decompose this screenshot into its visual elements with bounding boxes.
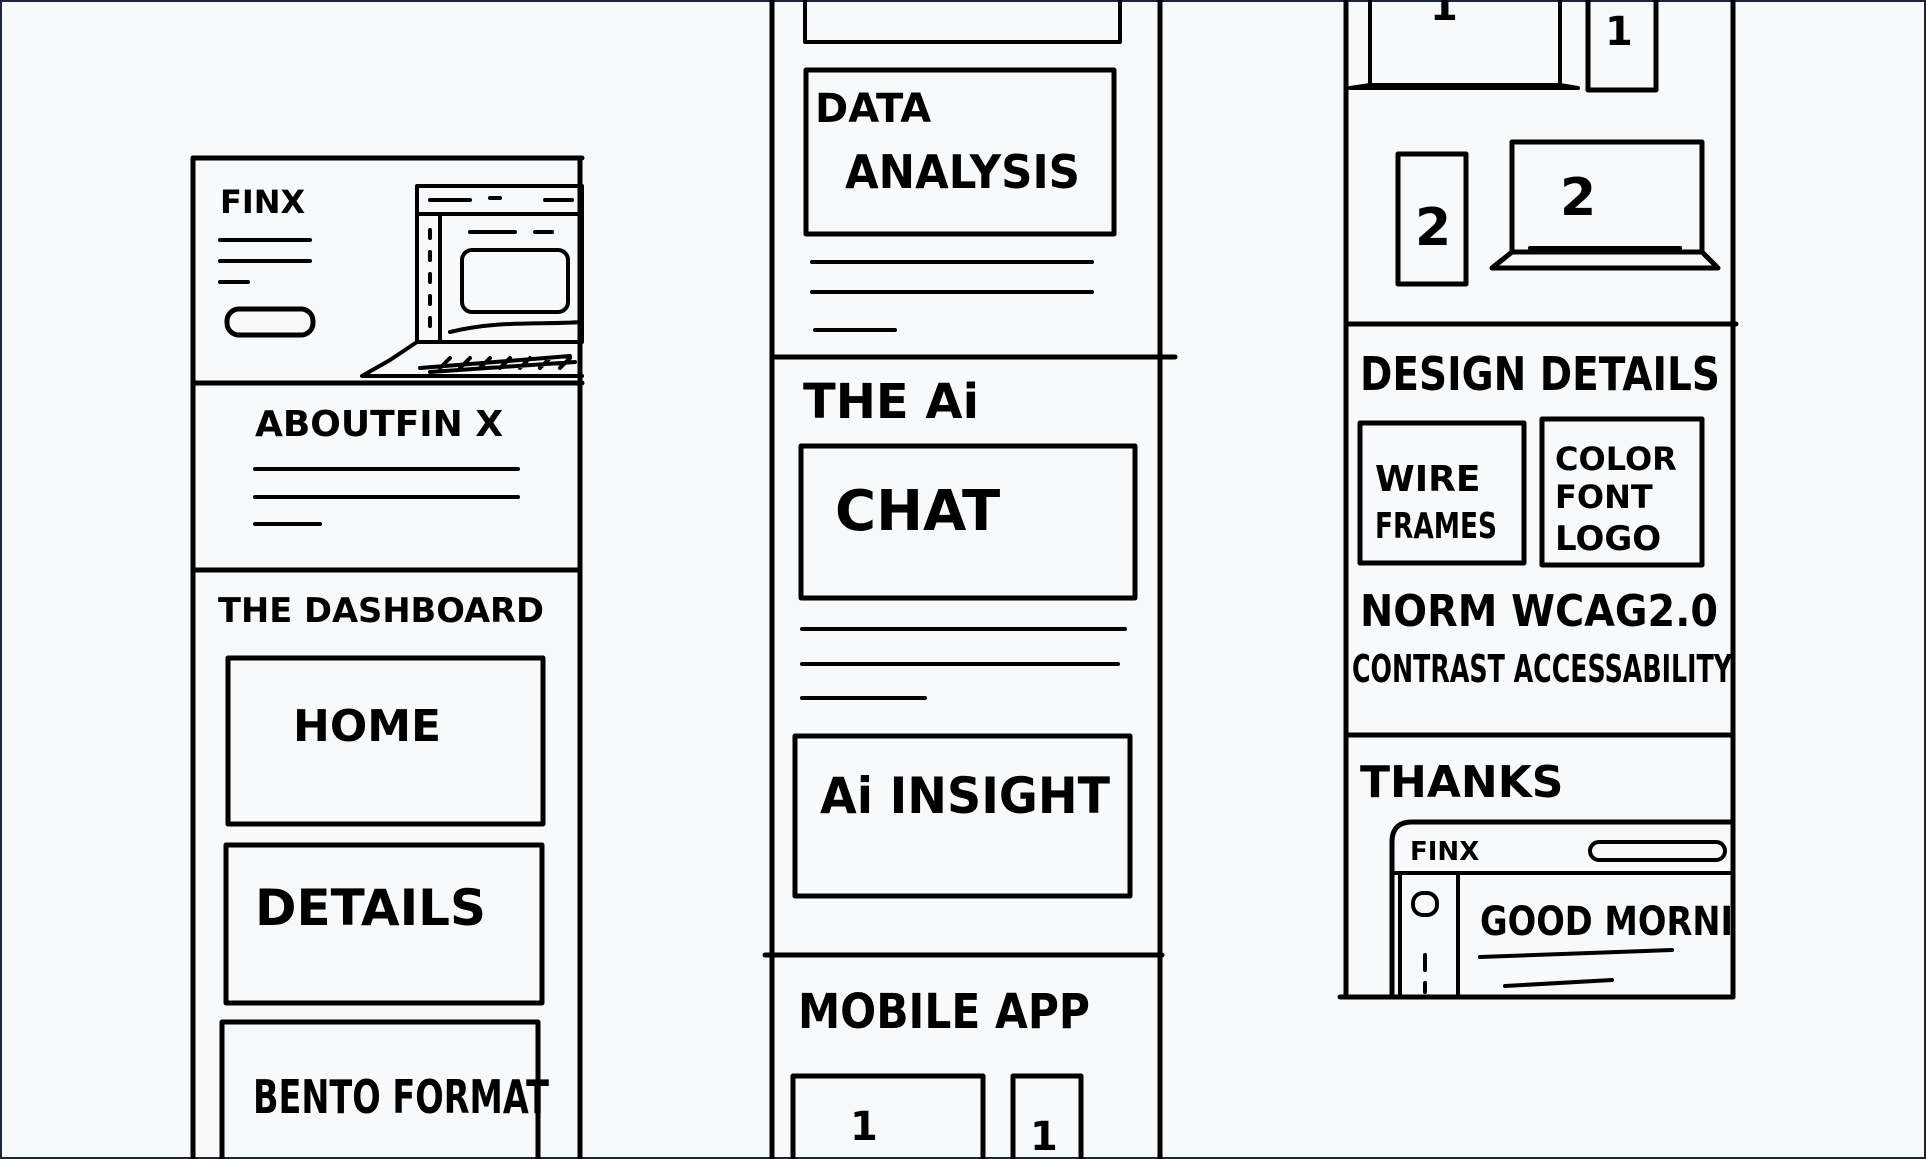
design-details-heading: DESIGN DETAILS xyxy=(1360,347,1720,401)
dashboard-section: THE DASHBOARD HOME DETAILS BENTO FORMAT xyxy=(218,591,549,1159)
top-laptop-screen xyxy=(1370,0,1560,85)
phone-2-label: 2 xyxy=(1415,198,1451,258)
chat-card-label: CHAT xyxy=(835,479,1000,544)
about-section: ABOUTFIN X xyxy=(255,404,518,524)
details-card[interactable]: DETAILS xyxy=(226,845,542,1003)
thanks-preview-logo: FINX xyxy=(1410,837,1479,867)
top-screen-label: 1 xyxy=(1430,0,1458,30)
mobile-screen-1 xyxy=(793,1076,983,1159)
about-heading: ABOUTFIN X xyxy=(255,404,503,445)
bento-format-card[interactable]: BENTO FORMAT xyxy=(222,1022,549,1159)
design-details-section: DESIGN DETAILS WIRE FRAMES COLOR FONT LO… xyxy=(1352,347,1732,691)
data-analysis-label-1: DATA xyxy=(815,86,931,132)
hero-logo: FINX xyxy=(220,183,306,221)
dashboard-heading: THE DASHBOARD xyxy=(218,591,544,631)
column-1: FINX AB xyxy=(193,158,582,1159)
partial-top-card xyxy=(805,0,1120,42)
laptop-2-screen xyxy=(1512,142,1702,252)
details-card-label: DETAILS xyxy=(255,879,486,937)
style-line-3: LOGO xyxy=(1555,519,1661,559)
norm-wcag-text: NORM WCAG2.0 xyxy=(1360,586,1718,637)
wireframes-line-2: FRAMES xyxy=(1375,506,1497,547)
data-analysis-label-2: ANALYSIS xyxy=(845,145,1080,199)
bento-card-label: BENTO FORMAT xyxy=(253,1070,549,1124)
data-analysis-card[interactable]: DATA ANALYSIS xyxy=(806,70,1114,234)
column-3: 1 1 2 2 DESIGN DETAILS WIRE FRAMES COLOR… xyxy=(1340,0,1736,997)
hero-section: FINX xyxy=(220,183,582,376)
top-phone-label: 1 xyxy=(1605,9,1633,55)
mobile-phone-1-label: 1 xyxy=(1030,1114,1058,1159)
column-2: DATA ANALYSIS THE Ai CHAT Ai INSIGHT xyxy=(765,0,1175,1159)
thanks-preview-pill xyxy=(1590,842,1725,860)
contrast-accessibility-text: CONTRAST ACCESSABILITY xyxy=(1352,647,1732,691)
search-icon[interactable] xyxy=(1413,893,1437,915)
thanks-dashboard-preview: FINX GOOD MORNI xyxy=(1392,822,1733,995)
laptop-2-label: 2 xyxy=(1560,168,1596,228)
style-line-1: COLOR xyxy=(1555,440,1677,478)
style-line-2: FONT xyxy=(1555,478,1653,516)
greeting-text: GOOD MORNI xyxy=(1480,899,1733,945)
data-analysis-section: DATA ANALYSIS xyxy=(806,70,1114,330)
thanks-heading: THANKS xyxy=(1360,757,1564,808)
home-card-label: HOME xyxy=(293,701,441,752)
mobile-screen-1-label: 1 xyxy=(850,1104,878,1150)
color-font-logo-card[interactable]: COLOR FONT LOGO xyxy=(1542,419,1702,565)
mobile-app-heading: MOBILE APP xyxy=(798,984,1090,1040)
chat-card[interactable]: CHAT xyxy=(801,446,1135,598)
home-card[interactable]: HOME xyxy=(228,658,543,824)
wireframes-line-1: WIRE xyxy=(1375,459,1480,500)
ai-section: THE Ai CHAT Ai INSIGHT xyxy=(795,374,1135,896)
hero-cta-button[interactable] xyxy=(227,309,313,335)
devices-section: 1 1 2 2 xyxy=(1350,0,1718,284)
thanks-section: THANKS FINX GOOD MORNI xyxy=(1360,757,1733,995)
mobile-app-section: MOBILE APP 1 1 xyxy=(793,984,1090,1159)
ai-insight-label: Ai INSIGHT xyxy=(820,767,1110,825)
ai-heading: THE Ai xyxy=(803,374,979,430)
ai-insight-card[interactable]: Ai INSIGHT xyxy=(795,736,1130,896)
wireframes-card[interactable]: WIRE FRAMES xyxy=(1360,423,1524,563)
hero-laptop-illustration xyxy=(362,186,582,376)
